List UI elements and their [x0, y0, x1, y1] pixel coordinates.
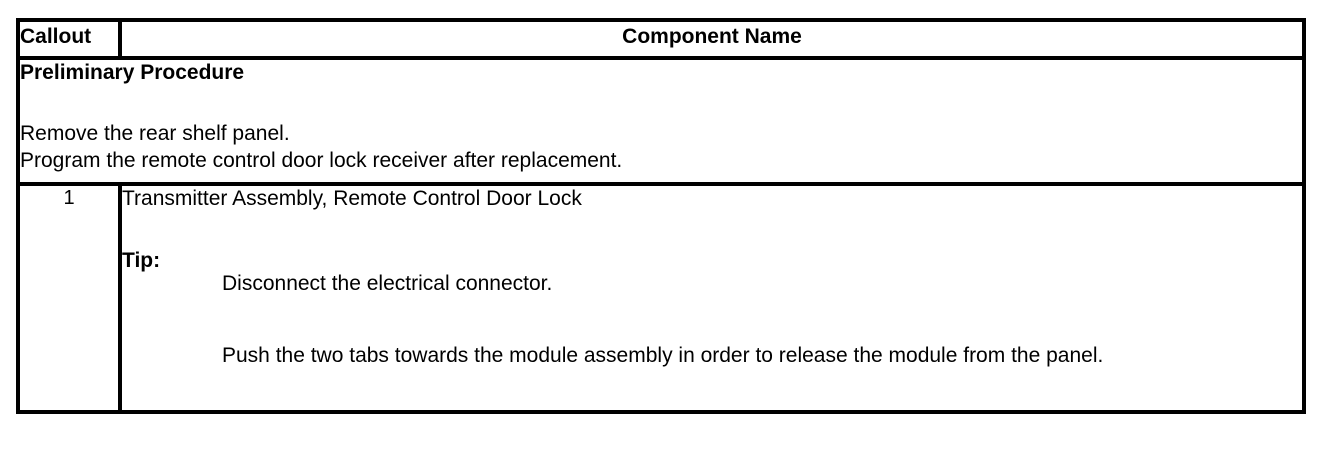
component-detail-cell-1: Transmitter Assembly, Remote Control Doo… [118, 182, 1306, 414]
component-name-1: Transmitter Assembly, Remote Control Doo… [122, 187, 582, 210]
tip-label: Tip: [122, 249, 161, 272]
column-header-callout: Callout [16, 18, 122, 60]
callout-number-1: 1 [16, 182, 122, 414]
service-procedure-table: Callout Component Name Preliminary Proce… [16, 18, 1306, 414]
tip-body: Disconnect the electrical connector. Pus… [122, 270, 1302, 369]
tip-line-1: Disconnect the electrical connector. [222, 272, 553, 295]
table-header-row: Callout Component Name [16, 18, 1306, 60]
table-row-preliminary: Preliminary Procedure Remove the rear sh… [16, 56, 1306, 186]
preliminary-procedure-line-1: Remove the rear shelf panel. [20, 122, 290, 145]
tip-line-2: Push the two tabs towards the module ass… [222, 344, 1104, 367]
table-header: Callout Component Name [16, 18, 1306, 60]
preliminary-procedure-line-2: Program the remote control door lock rec… [20, 149, 623, 172]
table-row-component-1: 1 Transmitter Assembly, Remote Control D… [16, 182, 1306, 414]
preliminary-procedure-title: Preliminary Procedure [20, 61, 245, 84]
table-body: Preliminary Procedure Remove the rear sh… [16, 56, 1306, 414]
column-header-component-name: Component Name [118, 18, 1306, 60]
preliminary-procedure-cell: Preliminary Procedure Remove the rear sh… [16, 56, 1306, 186]
